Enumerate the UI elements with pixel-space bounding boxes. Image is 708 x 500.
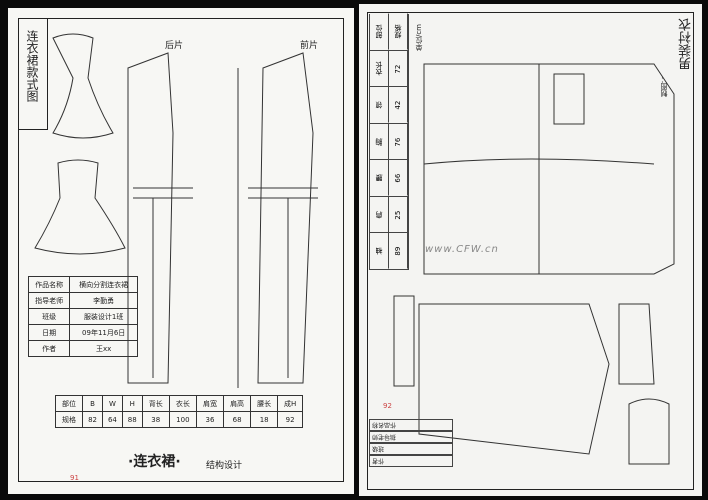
spec-cell: 背长 (141, 395, 170, 412)
spec-cell: 100 (168, 411, 197, 428)
cell: 作品名称 (27, 276, 71, 293)
spec-cell: 82 (82, 411, 103, 428)
dress-pattern-drawing (34, 33, 318, 388)
spec-cell: 衣长 (168, 395, 197, 412)
sheet-border (367, 12, 694, 490)
cell: 服装设计1班 (69, 308, 138, 325)
spec-cell: 肩宽 (195, 395, 225, 412)
page-number: 92 (383, 402, 392, 410)
left-drawing-sheet: 连衣裙款式图 后片 前片 作品名称横向分割连衣裙 指导老师李勤勇 班级服装设计1… (8, 8, 354, 494)
spec-cell: B (82, 395, 103, 412)
cell: 09年11月6日 (69, 324, 138, 341)
spec-cell: 18 (250, 411, 279, 428)
title-box (18, 18, 48, 130)
info-row: 指导老师 (369, 431, 453, 443)
sheet-title: ·连衣裙· (128, 454, 181, 470)
cell: 日期 (27, 324, 71, 341)
spec-cell: 92 (277, 411, 303, 428)
spec-cell: 38 (141, 411, 170, 428)
right-info-table: 作品名称指导老师班级作者 (369, 419, 453, 467)
spec-row: 部位规格 (369, 14, 409, 51)
spec-cell: W (101, 395, 123, 412)
cell: 作者 (27, 340, 71, 357)
info-row: 作者 (369, 455, 453, 467)
watermark: www.CFW.cn (425, 244, 499, 255)
front-label: 前片 (300, 41, 319, 51)
spec-cell: 规格 (54, 411, 84, 428)
sheet-subtitle: 结构设计 (206, 461, 243, 471)
spec-cell: 成H (277, 395, 303, 412)
cell: 李勤勇 (69, 292, 138, 309)
cell: 横向分割连衣裙 (69, 276, 138, 293)
spec-cell: 64 (101, 411, 123, 428)
spec-cell: H (121, 395, 143, 412)
spec-cell: 88 (121, 411, 143, 428)
spec-cell: 部位 (54, 395, 84, 412)
spec-cell: 肩高 (223, 395, 252, 412)
info-row: 班级 (369, 443, 453, 455)
spec-cell: 68 (223, 411, 252, 428)
spec-cell: 36 (195, 411, 225, 428)
page-number: 91 (70, 474, 79, 482)
info-row: 作品名称 (369, 419, 453, 431)
back-label: 后片 (165, 41, 184, 51)
shirt-pattern-drawing (393, 63, 675, 465)
cell: 王xx (69, 340, 138, 357)
sheet-border (18, 18, 344, 482)
cell: 班级 (27, 308, 71, 325)
style-title: 连衣裙款式图 (25, 30, 39, 102)
spec-cell: 腰长 (250, 395, 279, 412)
cell: 指导老师 (27, 292, 71, 309)
